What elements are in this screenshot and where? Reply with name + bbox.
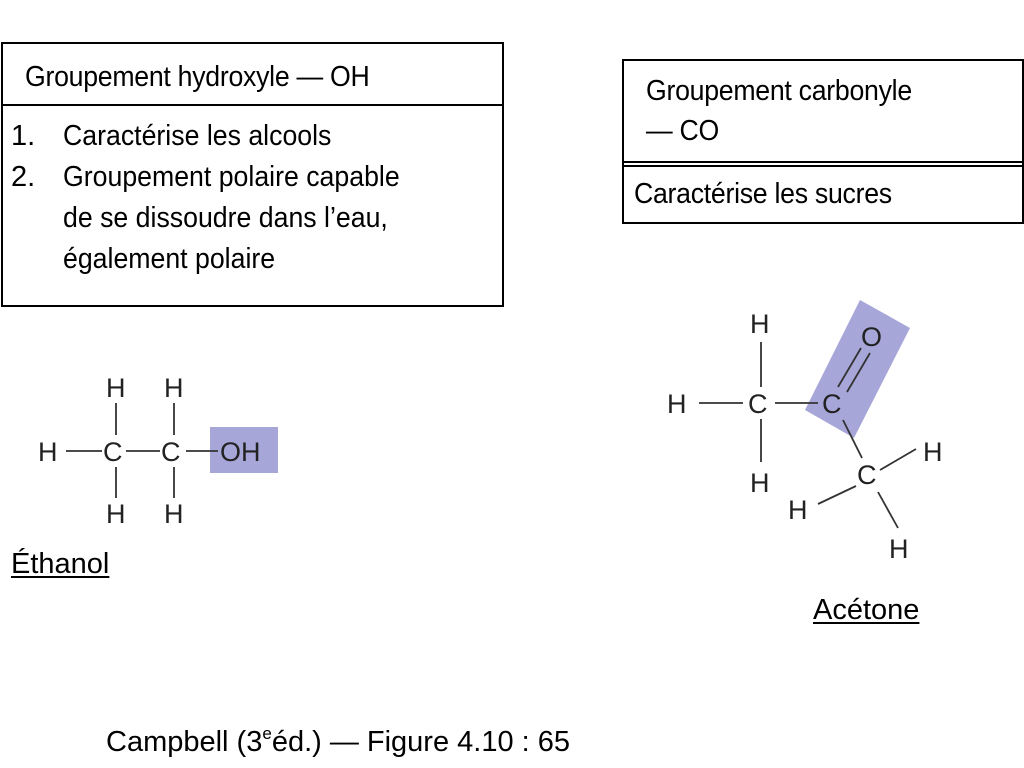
hydroxyl-properties-list: 1. Caractérise les alcools 2. Groupement… [3, 106, 502, 280]
acetone-atom-h: H [750, 468, 770, 498]
ethanol-label: Éthanol [11, 548, 110, 580]
ethanol-atom-h: H [38, 437, 58, 467]
carbonyl-highlight [805, 300, 910, 438]
carbonyl-group-description-cell: Caractérise les sucres [634, 174, 914, 214]
ethanol-atom-h: H [164, 499, 184, 529]
carbonyl-group-description: Caractérise les sucres [634, 178, 892, 210]
acetone-atom-h: H [750, 309, 770, 339]
hydroxyl-group-title-cell: Groupement hydroxyle — OH [3, 44, 502, 106]
acetone-atom-h: H [889, 534, 909, 564]
acetone-atoms: H C C O H H C H H H [667, 309, 943, 564]
acetone-atom-h: H [667, 389, 687, 419]
acetone-atom-c: C [748, 389, 768, 419]
acetone-structure [699, 300, 917, 529]
acetone-atom-c: C [857, 460, 877, 490]
acetone-atom-o: O [861, 322, 882, 352]
ethanol-structure [66, 403, 278, 498]
acetone-label: Acétone [813, 594, 920, 626]
acetone-atom-h: H [788, 495, 808, 525]
ethanol-atom-oh: OH [220, 437, 261, 467]
ethanol-atom-h: H [106, 373, 126, 403]
ethanol-atom-h: H [106, 499, 126, 529]
ethanol-atoms: H C C OH H H H H [38, 373, 261, 529]
ethanol-atom-h: H [164, 373, 184, 403]
carbonyl-group-title-cell: Groupement carbonyle — CO [624, 61, 1022, 165]
figure-caption: Campbell (3eéd.) — Figure 4.10 : 65 [106, 724, 571, 758]
carbonyl-group-box: Groupement carbonyle — CO Caractérise le… [622, 59, 1024, 224]
list-item: 1. Caractérise les alcools [11, 120, 332, 152]
ethanol-atom-c: C [103, 437, 123, 467]
hydroxyl-highlight [210, 427, 278, 473]
double-divider [624, 161, 1022, 167]
list-item: 2. Groupement polaire capable de se diss… [11, 161, 400, 275]
hydroxyl-group-box: Groupement hydroxyle — OH 1. Caractérise… [1, 42, 504, 307]
carbonyl-group-title-line-1: Groupement carbonyle [646, 75, 912, 107]
acetone-atom-h: H [923, 437, 943, 467]
carbonyl-group-title-line-2: — CO [646, 115, 720, 147]
acetone-atom-c: C [822, 389, 842, 419]
ethanol-atom-c: C [161, 437, 181, 467]
hydroxyl-group-title: Groupement hydroxyle — OH [25, 61, 370, 93]
